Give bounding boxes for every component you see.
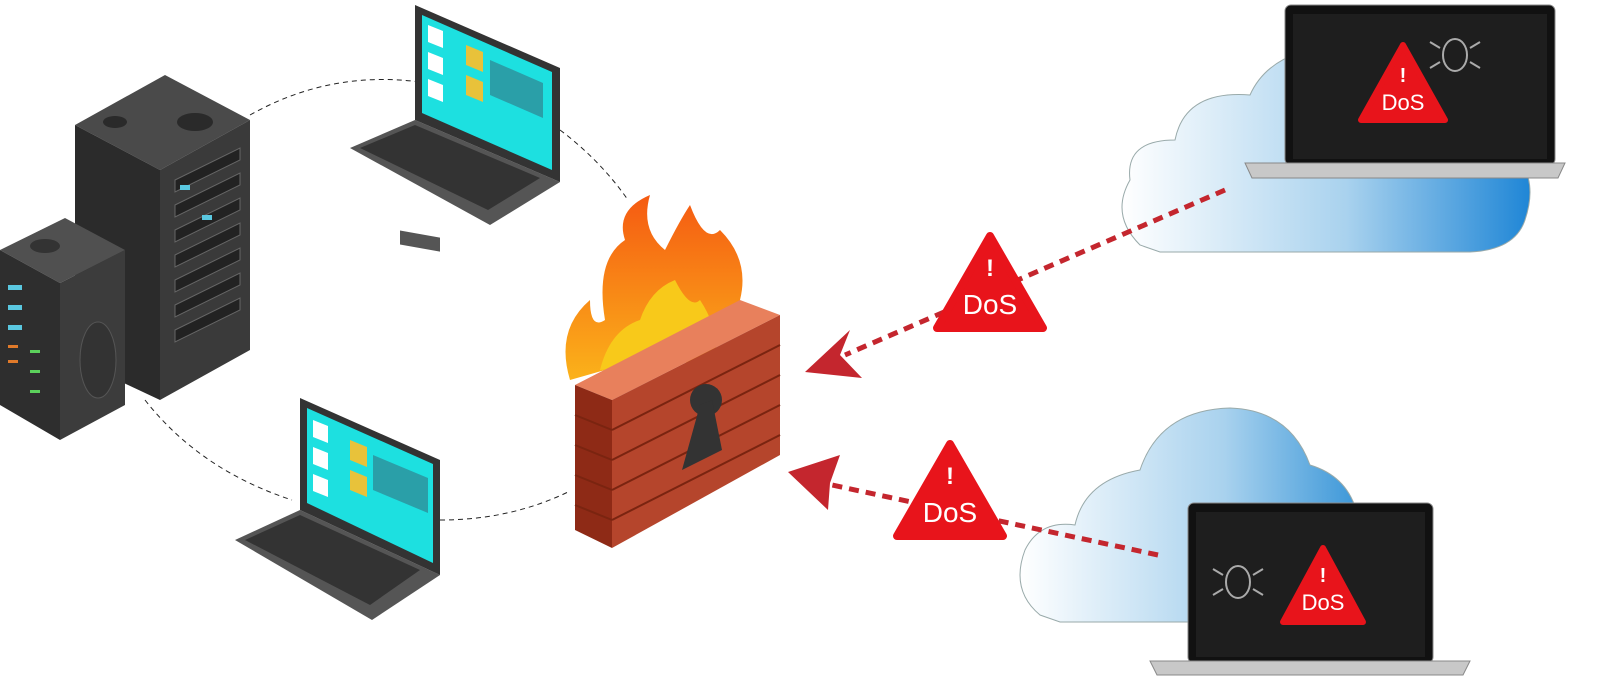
link-server-laptop-bottom <box>144 399 293 501</box>
warning-mark: ! <box>986 255 994 282</box>
link-server-laptop-top <box>249 78 421 116</box>
warning-mark: ! <box>1400 65 1407 87</box>
link-laptop-bottom-firewall <box>439 491 569 521</box>
laptop-icon <box>350 5 560 252</box>
warning-triangle-icon: ! DoS <box>893 440 1007 540</box>
keyhole-icon <box>682 384 722 470</box>
laptop-icon <box>235 398 440 620</box>
attack-flow-top <box>805 187 1226 378</box>
dos-label: DoS <box>1302 590 1345 615</box>
link-laptop-top-firewall <box>559 129 629 201</box>
firewall-icon <box>565 195 781 548</box>
server-rack-icon <box>0 75 250 440</box>
attacker-laptop-bottom: ! DoS <box>1149 502 1471 676</box>
dos-label: DoS <box>963 289 1017 320</box>
dos-label: DoS <box>923 497 977 528</box>
arrowhead-icon <box>788 455 840 510</box>
bug-icon <box>1212 565 1264 599</box>
arrowhead-icon <box>805 330 862 378</box>
attacker-laptop-top: ! DoS <box>1244 4 1566 179</box>
warning-mark: ! <box>1320 565 1327 587</box>
warning-triangle-icon: ! DoS <box>1280 545 1366 625</box>
warning-triangle-icon: ! DoS <box>1358 42 1448 123</box>
network-links <box>144 78 629 521</box>
dos-label: DoS <box>1382 90 1425 115</box>
attack-flow-bottom <box>788 455 1159 558</box>
bug-icon <box>1429 38 1481 72</box>
warning-triangle-icon: ! DoS <box>933 232 1047 332</box>
warning-mark: ! <box>946 463 954 490</box>
